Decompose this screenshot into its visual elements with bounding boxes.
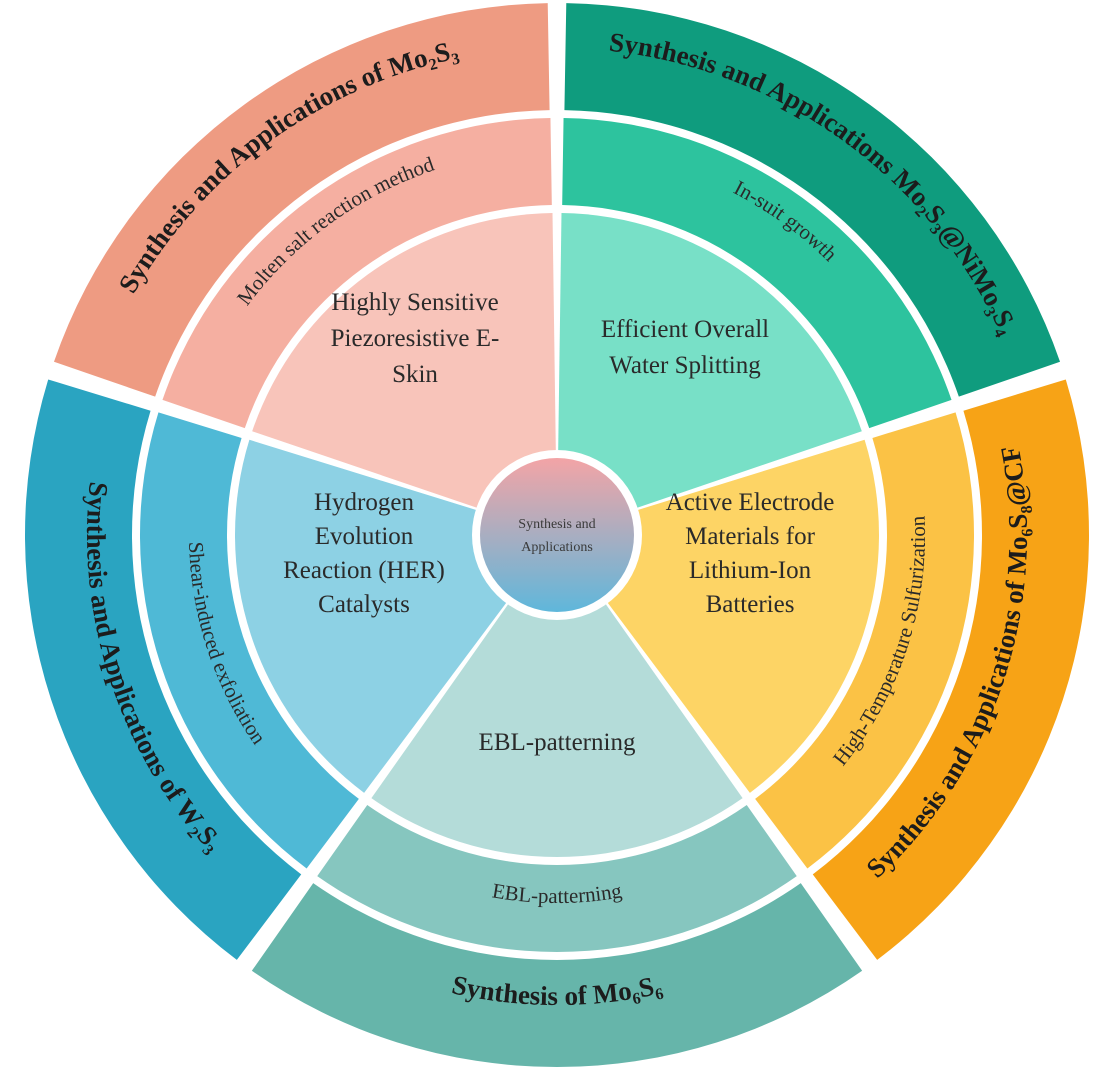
outer-segment-mo6s8-cf — [812, 379, 1090, 960]
middle-segment-mo2s3 — [162, 118, 552, 429]
middle-segment-mo2s3-nimo3s4 — [562, 118, 952, 429]
middle-segment-mo6s6 — [317, 804, 797, 952]
outer-segment-mo2s3-nimo3s4 — [564, 3, 1061, 397]
outer-segment-w2s3 — [24, 379, 302, 960]
inner-label-mo6s6: EBL-patterning — [479, 729, 636, 756]
outer-segment-mo2s3 — [53, 3, 550, 397]
center-label-line1: Synthesis and — [518, 517, 595, 532]
middle-segment-mo6s8-cf — [755, 412, 974, 869]
inner-wedge-mo6s6 — [371, 535, 743, 858]
inner-wedge-mo2s3-nimo3s4 — [557, 213, 862, 536]
middle-segment-w2s3 — [140, 412, 359, 869]
center-circle — [480, 458, 634, 612]
center-label-line2: Applications — [521, 540, 593, 555]
inner-wedge-mo2s3 — [252, 213, 557, 536]
outer-segment-mo6s6 — [251, 883, 863, 1067]
